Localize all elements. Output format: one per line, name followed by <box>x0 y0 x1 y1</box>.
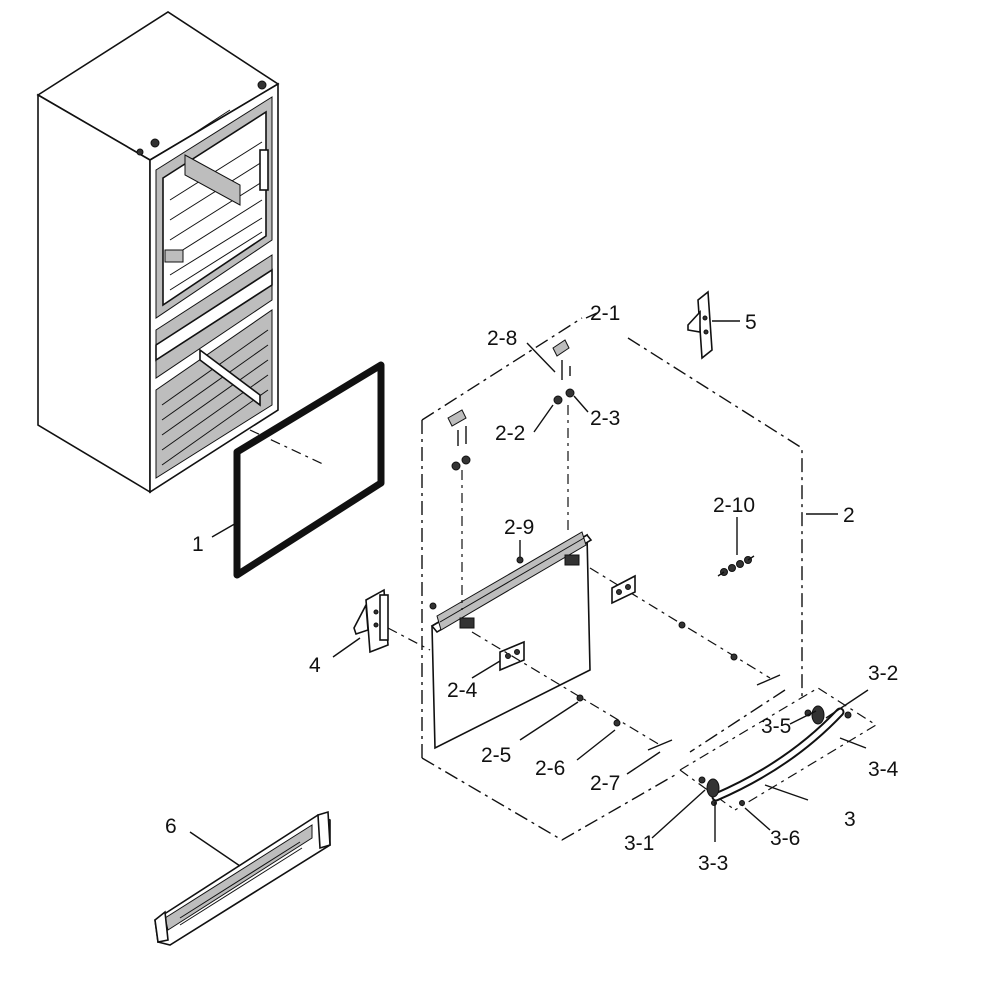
screw-set <box>717 555 755 577</box>
label-part-4: 4 <box>309 654 321 677</box>
upper-hinge <box>687 290 713 360</box>
label-part-3-1: 3-1 <box>624 832 654 855</box>
lower-hinge <box>353 588 431 654</box>
label-part-5: 5 <box>745 311 757 334</box>
label-part-2-10: 2-10 <box>713 494 755 517</box>
handle-assembly <box>679 687 878 811</box>
label-part-3: 3 <box>844 808 856 831</box>
label-part-2-9: 2-9 <box>504 516 534 539</box>
label-part-1: 1 <box>192 533 204 556</box>
label-part-3-2: 3-2 <box>868 662 898 685</box>
label-part-2-8: 2-8 <box>487 327 517 350</box>
label-part-3-3: 3-3 <box>698 852 728 875</box>
label-part-2-6: 2-6 <box>535 757 565 780</box>
door-bin <box>154 810 331 946</box>
label-part-2-5: 2-5 <box>481 744 511 767</box>
door-assembly-outline <box>421 317 803 841</box>
refrigerator-cabinet <box>36 11 280 494</box>
door-fasteners <box>471 567 781 751</box>
label-part-3-5: 3-5 <box>761 715 791 738</box>
label-part-3-6: 3-6 <box>770 827 800 850</box>
label-part-2: 2 <box>843 504 855 527</box>
label-part-2-3: 2-3 <box>590 407 620 430</box>
label-part-2-1: 2-1 <box>590 302 620 325</box>
label-part-2-2: 2-2 <box>495 422 525 445</box>
door-panel <box>430 531 593 750</box>
callout-labels: 1 2 2-1 2-2 2-3 2-4 2-5 2-6 2-7 2-8 2-9 … <box>165 302 899 875</box>
label-part-2-7: 2-7 <box>590 772 620 795</box>
label-part-6: 6 <box>165 815 177 838</box>
leader-lines <box>189 312 869 867</box>
door-gasket <box>233 361 385 579</box>
label-part-3-4: 3-4 <box>868 758 899 781</box>
label-part-2-4: 2-4 <box>447 679 478 702</box>
hinge-hardware <box>429 339 575 610</box>
